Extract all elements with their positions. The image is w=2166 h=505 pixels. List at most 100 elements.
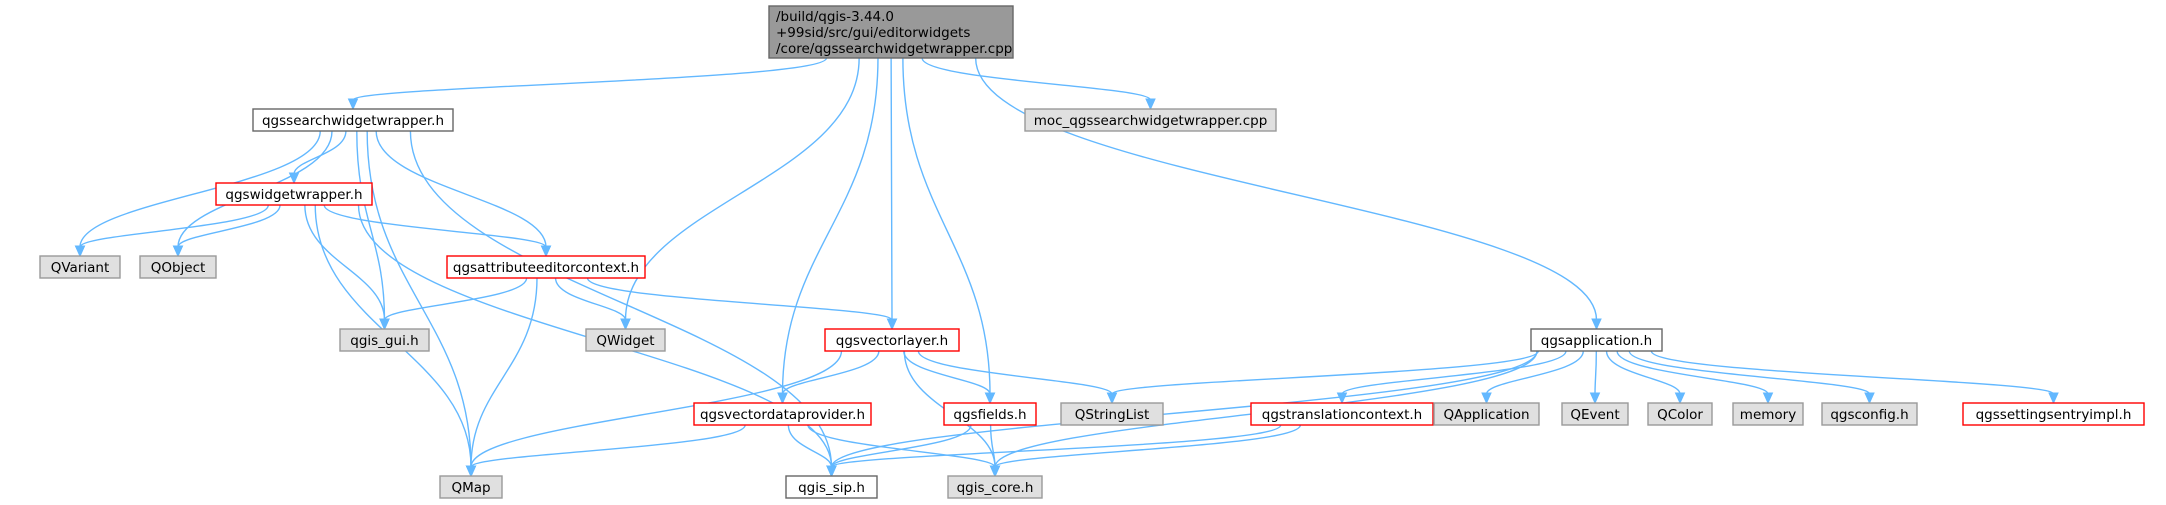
edge-qgswidgetwrapper-h-to-qgis-gui-h xyxy=(304,204,390,331)
edge-qgstranslationcontext-h-to-qgis-core-h xyxy=(989,424,1302,478)
node-label: QMap xyxy=(451,480,490,496)
edge-qgsvectorlayer-h-to-qgsfields-h xyxy=(903,350,996,405)
node-label: qgsvectordataprovider.h xyxy=(700,407,865,423)
edge-qgsapplication-h-to-memory xyxy=(1616,350,1774,405)
node-box xyxy=(215,182,373,206)
node-memory[interactable]: memory xyxy=(1732,402,1804,426)
node-qgssearchwidgetwrapper-h[interactable]: qgssearchwidgetwrapper.h xyxy=(252,108,454,132)
node-box xyxy=(1732,402,1804,426)
node-qcolor[interactable]: QColor xyxy=(1647,402,1713,426)
node-qgswidgetwrapper-h[interactable]: qgswidgetwrapper.h xyxy=(215,182,373,206)
edge-qgsapplication-h-to-qevent xyxy=(1589,350,1601,405)
edge-root-to-moc-cpp xyxy=(921,57,1156,111)
edge-qgsattributeeditorcontext-h-to-qgis-gui-h xyxy=(379,277,528,331)
node-qgstranslationcontext-h[interactable]: qgstranslationcontext.h xyxy=(1250,402,1434,426)
node-box xyxy=(947,475,1043,499)
node-qgsconfig-h[interactable]: qgsconfig.h xyxy=(1821,402,1918,426)
edge-qgsvectordataprovider-h-to-qmap xyxy=(465,424,746,478)
edge-qgstranslationcontext-h-to-qgis-sip-h xyxy=(826,424,1282,478)
node-box xyxy=(439,475,503,499)
node-qvariant[interactable]: QVariant xyxy=(39,255,121,279)
node-qmap[interactable]: QMap xyxy=(439,475,503,499)
node-label: QVariant xyxy=(51,260,110,276)
node-qgsvectordataprovider-h[interactable]: qgsvectordataprovider.h xyxy=(693,402,872,426)
node-box xyxy=(768,5,1014,59)
node-label: QWidget xyxy=(596,333,654,349)
edge-qgsapplication-h-to-qapplication xyxy=(1481,350,1584,405)
node-qgsfields-h[interactable]: qgsfields.h xyxy=(943,402,1037,426)
node-box xyxy=(943,402,1037,426)
edge-qgssearchwidgetwrapper-h-to-qgsattributeeditorcontext-h xyxy=(375,130,552,258)
node-qgssettingsentryimpl-h[interactable]: qgssettingsentryimpl.h xyxy=(1962,402,2145,426)
node-qapplication[interactable]: QApplication xyxy=(1433,402,1540,426)
edge-qgsapplication-h-to-qgstranslationcontext-h xyxy=(1336,350,1567,405)
node-qgis-sip-h[interactable]: qgis_sip.h xyxy=(785,475,878,499)
node-moc-cpp[interactable]: moc_qgssearchwidgetwrapper.cpp xyxy=(1024,108,1277,132)
node-label: moc_qgssearchwidgetwrapper.cpp xyxy=(1034,113,1268,129)
edge-qgswidgetwrapper-h-to-qvariant xyxy=(74,204,270,258)
node-box xyxy=(585,328,666,352)
node-label: memory xyxy=(1740,407,1796,423)
node-qobject[interactable]: QObject xyxy=(139,255,217,279)
node-box xyxy=(785,475,878,499)
node-label-line: /build/qgis-3.44.0 xyxy=(776,9,894,25)
node-label: qgis_sip.h xyxy=(798,480,865,496)
node-box xyxy=(824,328,960,352)
node-qgsvectorlayer-h[interactable]: qgsvectorlayer.h xyxy=(824,328,960,352)
node-box xyxy=(693,402,872,426)
node-label: qgis_gui.h xyxy=(350,333,418,349)
edge-root-to-qgssearchwidgetwrapper-h xyxy=(347,57,828,111)
node-qgis-core-h[interactable]: qgis_core.h xyxy=(947,475,1043,499)
node-box xyxy=(1530,328,1663,352)
node-box xyxy=(1561,402,1629,426)
node-box xyxy=(139,255,217,279)
node-qgsapplication-h[interactable]: qgsapplication.h xyxy=(1530,328,1663,352)
node-qevent[interactable]: QEvent xyxy=(1561,402,1629,426)
edge-qgsapplication-h-to-qgssettingsentryimpl-h xyxy=(1650,350,2059,405)
node-label: QEvent xyxy=(1570,407,1619,423)
node-label: qgsattributeeditorcontext.h xyxy=(453,260,639,276)
node-label: qgsconfig.h xyxy=(1830,407,1908,423)
edge-qgswidgetwrapper-h-to-qobject xyxy=(172,204,281,258)
edge-qgsfields-h-to-qgis-sip-h xyxy=(826,424,972,478)
node-label: qgswidgetwrapper.h xyxy=(225,187,362,203)
edge-qgsapplication-h-to-qstringlist xyxy=(1106,350,1540,405)
node-box xyxy=(1060,402,1164,426)
node-qgsattributeeditorcontext-h[interactable]: qgsattributeeditorcontext.h xyxy=(446,255,646,279)
node-box xyxy=(1821,402,1918,426)
node-label: qgsfields.h xyxy=(953,407,1026,423)
node-box xyxy=(1250,402,1434,426)
node-box xyxy=(1647,402,1713,426)
edges-layer xyxy=(74,57,2059,478)
nodes-layer: /build/qgis-3.44.0+99sid/src/gui/editorw… xyxy=(39,5,2145,499)
node-label: qgsapplication.h xyxy=(1541,333,1653,349)
node-box xyxy=(339,328,430,352)
edge-qgsattributeeditorcontext-h-to-qgsvectorlayer-h xyxy=(586,277,898,331)
edge-qgssearchwidgetwrapper-h-to-qgswidgetwrapper-h xyxy=(288,130,347,185)
edge-qgswidgetwrapper-h-to-qgsattributeeditorcontext-h xyxy=(323,204,552,258)
edge-root-to-qwidget xyxy=(620,57,860,331)
node-label: qgssearchwidgetwrapper.h xyxy=(262,113,444,129)
edge-qgsapplication-h-to-qgsconfig-h xyxy=(1628,350,1875,405)
node-qgis-gui-h[interactable]: qgis_gui.h xyxy=(339,328,430,352)
node-label: QApplication xyxy=(1443,407,1529,423)
edge-qgsvectorlayer-h-to-qgsvectordataprovider-h xyxy=(777,350,880,405)
node-root[interactable]: /build/qgis-3.44.0+99sid/src/gui/editorw… xyxy=(768,5,1014,59)
edge-qgsapplication-h-to-qcolor xyxy=(1605,350,1686,405)
node-label: qgstranslationcontext.h xyxy=(1262,407,1423,423)
edge-qgsvectorlayer-h-to-qstringlist xyxy=(917,350,1118,405)
node-qstringlist[interactable]: QStringList xyxy=(1060,402,1164,426)
node-qwidget[interactable]: QWidget xyxy=(585,328,666,352)
node-box xyxy=(252,108,454,132)
edge-qgsattributeeditorcontext-h-to-qmap xyxy=(465,277,538,478)
node-box xyxy=(39,255,121,279)
node-label: QObject xyxy=(151,260,206,276)
node-box xyxy=(1024,108,1277,132)
node-label-line: +99sid/src/gui/editorwidgets xyxy=(776,25,970,41)
node-label: qgsvectorlayer.h xyxy=(836,333,948,349)
node-label: QStringList xyxy=(1075,407,1150,423)
node-label-line: /core/qgssearchwidgetwrapper.cpp xyxy=(776,41,1012,57)
edge-qgsattributeeditorcontext-h-to-qwidget xyxy=(554,277,631,331)
node-box xyxy=(446,255,646,279)
